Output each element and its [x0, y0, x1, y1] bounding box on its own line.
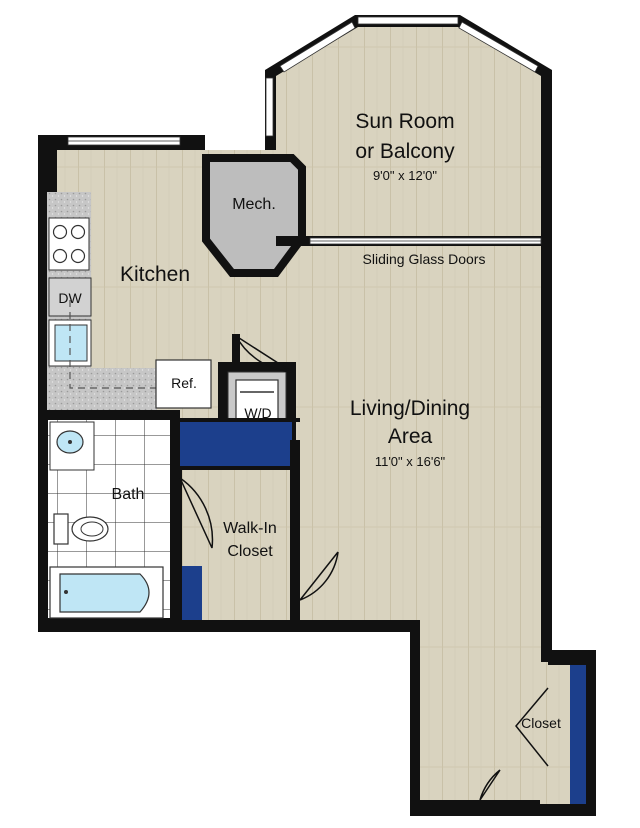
- walk-in-door-swing: [299, 551, 339, 601]
- bathtub-icon: [49, 566, 164, 619]
- sun-room-label-2: or Balcony: [355, 140, 455, 163]
- kitchen-label: Kitchen: [120, 263, 190, 286]
- entry-closet: [410, 655, 596, 816]
- bathroom: [38, 410, 214, 627]
- living-floor: [57, 150, 541, 800]
- dishwasher: [48, 277, 92, 317]
- bath-label: Bath: [112, 486, 145, 503]
- kitchen-fixtures: [47, 192, 212, 410]
- living-dining-dimensions: 11'0" x 16'6": [375, 454, 446, 469]
- living-dining-label-1: Living/Dining: [350, 397, 470, 420]
- windows: [67, 16, 539, 146]
- sliding-doors-label: Sliding Glass Doors: [363, 251, 486, 267]
- sun-room-floor: [276, 27, 541, 236]
- sun-room-window-right: [458, 21, 539, 73]
- sun-room-dimensions: 9'0" x 12'0": [373, 168, 437, 183]
- sliding-glass-doors[interactable]: [276, 236, 542, 246]
- closet-label: Closet: [521, 715, 561, 731]
- washer-dryer-label: W/D: [244, 405, 271, 421]
- walk-in-closet-label-2: Closet: [227, 543, 273, 560]
- dishwasher-label: DW: [58, 290, 82, 306]
- mech-room: [202, 154, 306, 277]
- sun-room-label-1: Sun Room: [355, 110, 454, 133]
- kitchen-counter-bottom: [47, 368, 157, 410]
- labels: Sun Room or Balcony 9'0" x 12'0" Mech. K…: [58, 110, 561, 731]
- bath-door-swing: [179, 477, 214, 549]
- closet-floor: [540, 662, 570, 807]
- entry-closet-door-swing: [515, 687, 549, 767]
- overhead-cabinet-line: [69, 300, 158, 389]
- closet-shelf-accent-top: [180, 420, 292, 468]
- refrigerator: [155, 359, 212, 409]
- sun-room-window-top: [357, 16, 459, 25]
- entry-closet-accent: [570, 665, 586, 810]
- refrigerator-label: Ref.: [171, 375, 197, 391]
- sun-room-window-side: [265, 77, 274, 137]
- closet-shelf-accent-side: [182, 566, 202, 620]
- stove-icon: [48, 217, 90, 271]
- mech-label: Mech.: [232, 196, 276, 213]
- living-dining-label-2: Area: [388, 425, 433, 448]
- floors: [57, 27, 570, 807]
- bath-wall-top: [38, 410, 180, 420]
- sun-room-window-left: [279, 21, 356, 73]
- kitchen-sink-icon: [48, 319, 92, 367]
- walk-in-closet: [180, 418, 339, 630]
- toilet-icon: [53, 513, 109, 545]
- walk-in-closet-label-1: Walk-In: [223, 520, 277, 537]
- bath-wall-right: [170, 412, 180, 627]
- entry-door-swing: [479, 769, 501, 801]
